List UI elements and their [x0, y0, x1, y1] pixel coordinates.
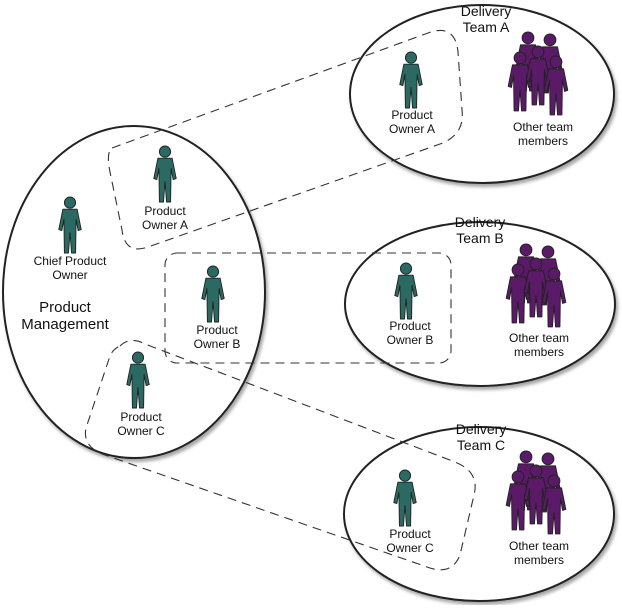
- team-c-member-icon-5: [541, 474, 567, 535]
- team-b-members-line1: Other team: [508, 331, 570, 345]
- pm-owner-b-icon: [201, 265, 225, 323]
- pm-owner-b-line1: Product: [196, 323, 238, 337]
- pm-owner-b-label: Product Owner B: [177, 323, 257, 352]
- pm-label-line1: Product: [39, 299, 91, 316]
- pm-owner-c-line1: Product: [120, 410, 162, 424]
- team-c-members-line1: Other team: [508, 539, 570, 553]
- team-a-member-icon-5: [543, 55, 569, 116]
- owner-b-link-box: [164, 252, 452, 364]
- team-b-title-line2: Team B: [456, 230, 504, 247]
- team-a-owner-label: Product Owner A: [372, 108, 452, 137]
- team-b-title-line1: Delivery: [454, 214, 506, 230]
- team-c-members-line2: members: [513, 552, 564, 567]
- team-a-title-line2: Team A: [462, 19, 510, 36]
- pm-owner-c-label: Product Owner C: [101, 410, 181, 439]
- team-c-members-label: Other team members: [494, 539, 584, 568]
- chief-label-line1: Chief Product: [33, 254, 107, 268]
- pm-owner-c-icon: [126, 351, 150, 409]
- team-c-title: Delivery Team C: [436, 421, 526, 453]
- pm-owner-c-line2: Owner C: [117, 423, 165, 438]
- pm-owner-b-line2: Owner B: [193, 336, 241, 351]
- team-c-owner-line2: Owner C: [386, 540, 434, 555]
- team-a-owner-line2: Owner A: [388, 121, 436, 136]
- team-c-member-icon-3: [505, 470, 531, 531]
- team-b-owner-line2: Owner B: [386, 332, 434, 347]
- team-c-owner-label: Product Owner C: [370, 527, 450, 556]
- team-a-title-line1: Delivery: [460, 3, 512, 19]
- team-c-title-line2: Team C: [456, 437, 506, 454]
- team-c-owner-line1: Product: [389, 527, 431, 541]
- team-a-owner-icon: [399, 51, 423, 109]
- team-b-owner-icon: [394, 262, 418, 320]
- team-b-owner-line1: Product: [389, 319, 431, 333]
- team-c-owner-icon: [393, 469, 417, 527]
- pm-owner-a-line1: Product: [144, 204, 186, 218]
- owner-c-link-box: [84, 339, 476, 571]
- chief-product-owner-label: Chief Product Owner: [20, 254, 120, 283]
- team-a-owner-line1: Product: [391, 108, 433, 122]
- team-a-members-line1: Other team: [512, 120, 574, 134]
- team-b-member-icon-5: [541, 267, 567, 328]
- team-c-title-line1: Delivery: [455, 421, 507, 437]
- team-a-members-line2: members: [517, 133, 568, 148]
- pm-label-line2: Management: [21, 316, 109, 334]
- team-b-members-label: Other team members: [494, 331, 584, 360]
- chief-product-owner-icon: [58, 196, 82, 254]
- team-b-member-icon-3: [505, 263, 531, 324]
- owner-a-link-box: [107, 29, 463, 250]
- pm-owner-a-icon: [153, 145, 177, 203]
- team-b-owner-label: Product Owner B: [370, 319, 450, 348]
- team-b-member-icon-4: [523, 257, 549, 318]
- team-b-members-line2: members: [513, 344, 564, 359]
- team-a-member-icon-3: [507, 51, 533, 112]
- chief-label-line2: Owner: [52, 267, 88, 282]
- team-b-ellipse: [344, 221, 616, 387]
- pm-owner-a-label: Product Owner A: [125, 204, 205, 233]
- product-management-label: Product Management: [10, 299, 120, 334]
- team-b-title: Delivery Team B: [435, 214, 525, 246]
- pm-owner-a-line2: Owner A: [141, 217, 189, 232]
- team-a-title: Delivery Team A: [441, 3, 531, 35]
- team-a-members-label: Other team members: [498, 120, 588, 149]
